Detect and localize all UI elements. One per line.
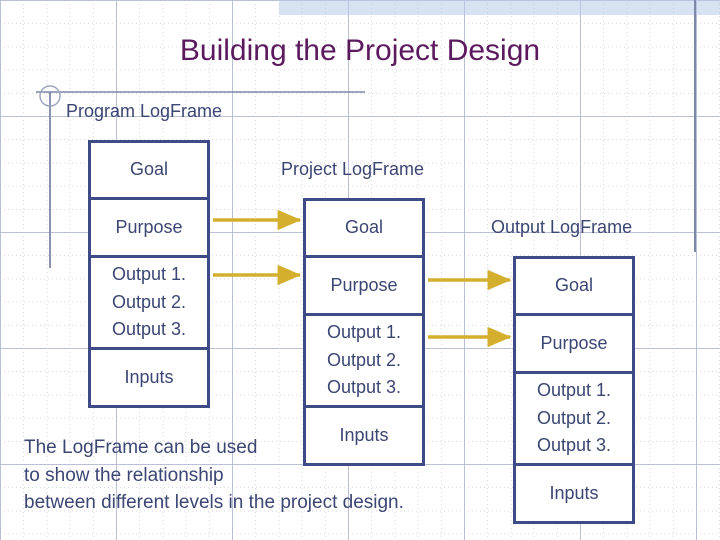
logframe-output: Goal Purpose Output 1. Output 2. Output … <box>513 256 635 524</box>
logframe-project-cell-inputs[interactable]: Inputs <box>306 405 422 463</box>
cell-line: Output 3. <box>111 319 187 340</box>
page-title: Building the Project Design <box>179 34 541 67</box>
logframe-output-cell-purpose[interactable]: Purpose <box>516 313 632 371</box>
caption-line: to show the relationship <box>24 464 224 486</box>
logframe-output-cell-inputs[interactable]: Inputs <box>516 463 632 521</box>
cell-line: Output 3. <box>326 377 402 398</box>
frame-heading-output: Output LogFrame <box>491 217 633 237</box>
body-caption: The LogFrame can be used to show the rel… <box>24 434 514 517</box>
cell-line: Output 1. <box>111 263 187 284</box>
cell-line: Goal <box>129 159 169 180</box>
cell-line: Purpose <box>330 274 398 295</box>
cell-line: Output 1. <box>536 379 612 400</box>
frame-heading-program: Program LogFrame <box>66 101 223 121</box>
logframe-program-cell-inputs[interactable]: Inputs <box>91 347 207 405</box>
logframe-project: Goal Purpose Output 1. Output 2. Output … <box>303 198 425 466</box>
cell-line: Output 2. <box>326 349 402 370</box>
cell-line: Output 2. <box>536 407 612 428</box>
logframe-program-cell-goal[interactable]: Goal <box>91 140 207 197</box>
caption-line: between different levels in the project … <box>24 492 404 514</box>
logframe-output-cell-goal[interactable]: Goal <box>516 256 632 313</box>
cell-line: Purpose <box>115 216 183 237</box>
cell-line: Goal <box>554 275 594 296</box>
caption-line: The LogFrame can be used <box>24 437 258 458</box>
cell-line: Output 1. <box>326 321 402 342</box>
logframe-output-cell-outputs[interactable]: Output 1. Output 2. Output 3. <box>516 371 632 463</box>
cell-line: Inputs <box>124 366 174 387</box>
logframe-program-cell-outputs[interactable]: Output 1. Output 2. Output 3. <box>91 255 207 347</box>
cell-line: Goal <box>344 217 384 238</box>
frame-heading-project: Project LogFrame <box>281 159 425 179</box>
cell-line: Output 2. <box>111 291 187 312</box>
cell-line: Purpose <box>540 332 608 353</box>
logframe-program-cell-purpose[interactable]: Purpose <box>91 197 207 255</box>
cell-line: Inputs <box>339 424 389 445</box>
cell-line: Inputs <box>549 482 599 503</box>
logframe-project-cell-outputs[interactable]: Output 1. Output 2. Output 3. <box>306 313 422 405</box>
logframe-project-cell-purpose[interactable]: Purpose <box>306 255 422 313</box>
logframe-program: Goal Purpose Output 1. Output 2. Output … <box>88 140 210 408</box>
logframe-project-cell-goal[interactable]: Goal <box>306 198 422 255</box>
top-color-band <box>279 0 720 15</box>
cell-line: Output 3. <box>536 435 612 456</box>
